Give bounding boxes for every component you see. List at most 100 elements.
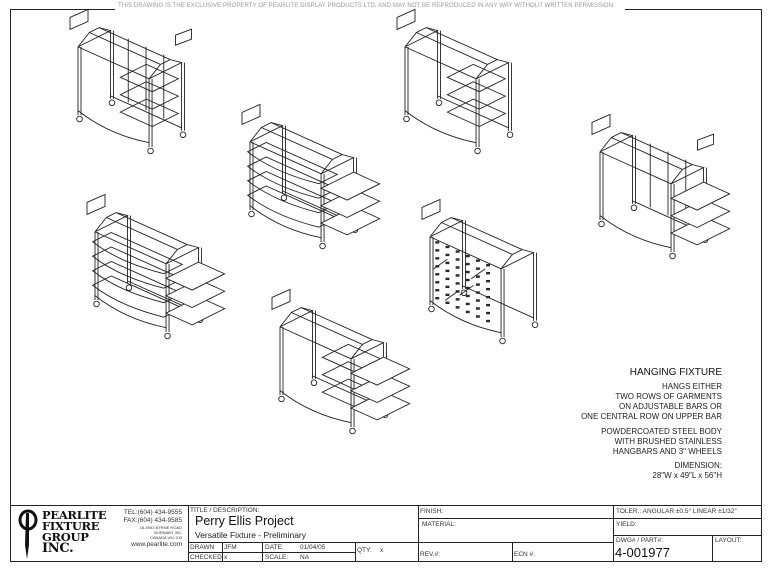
pegboard-slot: [445, 261, 450, 265]
pegboard-slot: [445, 285, 450, 289]
fixture-drawing-1: [69, 8, 192, 155]
pegboard-slot: [435, 273, 440, 276]
curved-base: [279, 390, 352, 424]
wheel-icon: [248, 210, 255, 218]
pegboard-slot: [486, 319, 490, 323]
pegboard-slot: [435, 257, 440, 260]
note-line: WITH BRUSHED STAINLESS: [614, 437, 722, 446]
note-line: ON ADJUSTABLE BARS OR: [619, 402, 722, 411]
base-rail: [437, 95, 509, 129]
divider: [418, 518, 762, 519]
top-rail: [441, 222, 513, 255]
sign-holder: [175, 28, 192, 46]
material-label: MATERIAL:: [422, 521, 456, 528]
end-shelf: [119, 63, 180, 93]
end-gable: [148, 59, 183, 80]
end-shelf: [119, 98, 180, 128]
peg-hook: [470, 268, 486, 280]
pegboard-slot: [435, 249, 440, 252]
sign-holder: [591, 113, 611, 136]
wheel-icon: [531, 321, 539, 328]
pegboard-slot: [455, 258, 460, 261]
pegboard-slot: [455, 306, 460, 309]
top-rail: [620, 132, 693, 165]
sign-holder: [421, 198, 441, 221]
pegboard-slot: [455, 274, 460, 277]
pegboard-slot: [445, 293, 450, 297]
divider: [262, 542, 263, 562]
top-rail: [106, 217, 178, 250]
sign-holder: [396, 8, 416, 31]
top-rail: [270, 122, 343, 155]
top-rail: [261, 127, 333, 160]
sign-holder: [697, 133, 714, 151]
pegboard-slot: [435, 297, 440, 300]
wheel-icon: [93, 300, 100, 308]
top-rail: [450, 217, 523, 250]
logo-line: PEARLITE: [42, 508, 107, 522]
wheel-icon: [278, 395, 285, 403]
curved-base: [77, 110, 150, 144]
pegboard-slot: [455, 298, 460, 301]
address-line: BURNABY, BC.: [154, 530, 182, 535]
pegboard-slot: [486, 264, 490, 267]
company-contact: TEL:(604) 434-9555 FAX:(604) 434-9585 16…: [110, 509, 182, 549]
pegboard-slot: [486, 272, 490, 275]
side-shelf: [670, 181, 731, 211]
sign-holder: [69, 8, 89, 31]
company-logo-text: PEARLITE FIXTURE GROUP INC.: [42, 508, 107, 556]
end-gable: [165, 244, 200, 265]
pegboard-slot: [475, 307, 480, 310]
pegboard-slot: [475, 267, 480, 270]
divider: [613, 505, 614, 562]
notes-title: HANGING FIXTURE: [629, 367, 722, 378]
sign-holder: [241, 103, 261, 126]
end-shelf: [446, 98, 507, 128]
top-rail: [115, 212, 188, 245]
pegboard-slot: [465, 310, 470, 314]
wheel-icon: [630, 204, 638, 212]
end-gable: [475, 59, 510, 80]
pegboard-slot: [465, 254, 470, 258]
wheel-icon: [76, 115, 83, 123]
top-rail: [94, 231, 167, 265]
pegboard-slot: [445, 245, 450, 249]
copyright-notice: THIS DRAWING IS THE EXCLUSIVE PROPERTY O…: [118, 3, 614, 9]
qty-label: QTY:: [357, 547, 372, 554]
divider: [613, 535, 762, 536]
divider: [188, 505, 189, 562]
drawn-label: DRAWN: [190, 544, 215, 551]
curved-shelf: [246, 141, 339, 185]
end-shelf: [446, 63, 507, 93]
layout-label: LAYOUT:: [715, 537, 742, 544]
pegboard-slot: [475, 259, 480, 262]
pegboard-slot: [465, 262, 470, 266]
fixture-drawing-4: [591, 113, 731, 260]
logo-line: INC.: [42, 541, 74, 556]
top-rail: [279, 326, 352, 360]
wheel-icon: [147, 147, 154, 155]
dimension-value: 28"W x 49"L x 56"H: [652, 471, 722, 480]
dwg-label: DWG# / PART#:: [616, 537, 664, 544]
logo-line: GROUP: [42, 530, 89, 544]
rev-label: REV.#:: [420, 551, 440, 558]
top-rail: [404, 46, 477, 80]
notes-para-1: HANGS EITHER TWO ROWS OF GARMENTS ON ADJ…: [581, 382, 722, 422]
sign-holder: [271, 288, 291, 311]
divider: [355, 542, 356, 562]
curved-base: [599, 215, 672, 249]
divider: [512, 542, 513, 562]
pegboard-slot: [475, 291, 480, 294]
wheel-icon: [403, 115, 410, 123]
pegboard-slot: [435, 289, 440, 292]
divider: [188, 542, 418, 543]
fixture-drawings: [69, 8, 731, 435]
wheel-icon: [506, 131, 514, 138]
wheel-icon: [108, 99, 116, 107]
logo-line: FIXTURE: [42, 519, 100, 533]
end-shelf: [119, 81, 180, 110]
note-line: HANGS EITHER: [661, 382, 722, 391]
checked-value: x: [224, 554, 228, 561]
company-website[interactable]: www.pearlite.com: [131, 541, 182, 548]
pegboard-slot: [486, 287, 490, 291]
